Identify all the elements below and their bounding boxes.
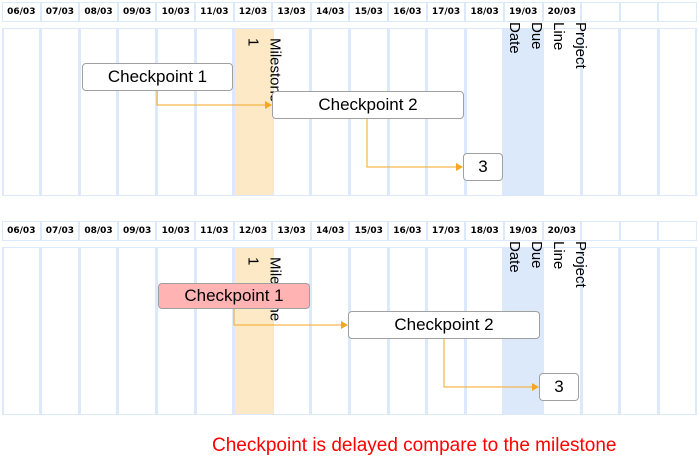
date-header-cell: 11/03 <box>196 3 233 21</box>
day-column <box>659 248 696 414</box>
day-column <box>3 248 40 414</box>
date-header-cell <box>620 222 658 240</box>
checkpoint-1-box[interactable]: Checkpoint 1 <box>158 283 310 309</box>
date-header-cell: 18/03 <box>466 3 503 21</box>
date-header-cell: 15/03 <box>350 3 388 21</box>
milestone-band <box>235 248 274 414</box>
arrowhead-icon <box>341 321 348 329</box>
checkpoint-1-box[interactable]: Checkpoint 1 <box>82 63 233 91</box>
day-column <box>621 29 657 195</box>
date-header-cell: 08/03 <box>80 3 117 21</box>
dependency-arrow-1 <box>156 91 266 106</box>
day-column <box>42 248 78 414</box>
day-column <box>42 29 78 195</box>
arrowhead-icon <box>532 383 539 391</box>
date-header-cell: 06/03 <box>3 3 40 21</box>
date-header-cell: 12/03 <box>234 3 272 21</box>
checkpoint-2-box[interactable]: Checkpoint 2 <box>272 91 464 119</box>
date-header-cell: 19/03 <box>504 222 542 240</box>
date-header-cell <box>659 222 696 240</box>
day-column <box>544 29 580 195</box>
date-header-cell: 07/03 <box>41 222 79 240</box>
day-column <box>80 248 117 414</box>
date-header-cell: 20/03 <box>543 3 581 21</box>
due-date-label: Project Line Due Date <box>505 22 589 69</box>
checkpoint-3-box[interactable]: 3 <box>463 153 503 181</box>
dependency-arrow-1 <box>233 309 342 326</box>
date-header-cell: 09/03 <box>118 222 156 240</box>
date-header-cell: 19/03 <box>504 3 542 21</box>
checkpoint-3-box[interactable]: 3 <box>539 373 579 401</box>
day-column <box>157 248 194 414</box>
checkpoint-2-box[interactable]: Checkpoint 2 <box>348 311 540 339</box>
milestone-label: Milestone 1 <box>244 38 284 103</box>
day-column <box>273 248 310 414</box>
due-date-label: Project Line Due Date <box>505 241 589 288</box>
day-column <box>582 248 619 414</box>
date-header-cell: 18/03 <box>466 222 503 240</box>
date-header-cell: 11/03 <box>196 222 233 240</box>
date-header-cell: 07/03 <box>41 3 79 21</box>
date-header-cell: 14/03 <box>311 222 349 240</box>
date-header-cell: 10/03 <box>157 222 195 240</box>
day-column <box>3 29 40 195</box>
date-header-cell: 17/03 <box>427 222 465 240</box>
date-header-cell <box>659 3 696 21</box>
date-header-cell: 15/03 <box>350 222 388 240</box>
delay-note: Checkpoint is delayed compare to the mil… <box>212 435 617 456</box>
day-column <box>312 248 348 414</box>
arrowhead-icon <box>456 163 463 171</box>
day-column <box>157 29 194 195</box>
day-column <box>119 248 155 414</box>
date-header-cell: 09/03 <box>118 3 156 21</box>
timeline-grid <box>2 247 697 415</box>
date-header-cell <box>620 3 658 21</box>
dependency-arrow-2 <box>366 119 457 168</box>
date-header-cell: 10/03 <box>157 3 195 21</box>
day-column <box>659 29 696 195</box>
dependency-arrows <box>156 91 463 171</box>
day-column <box>80 29 117 195</box>
day-column <box>196 248 233 414</box>
date-header-cell <box>582 222 619 240</box>
milestone-band <box>235 29 274 195</box>
day-column <box>621 248 657 414</box>
dependency-arrow-2 <box>443 339 533 388</box>
arrowhead-icon <box>265 101 272 109</box>
day-column <box>196 29 233 195</box>
date-header-cell: 20/03 <box>543 222 581 240</box>
date-header-cell: 06/03 <box>3 222 40 240</box>
dependency-arrows <box>233 309 539 391</box>
date-header-cell: 16/03 <box>389 3 426 21</box>
date-header-cell: 12/03 <box>234 222 272 240</box>
day-column <box>119 29 155 195</box>
date-header-cell: 14/03 <box>311 3 349 21</box>
date-header-cell: 08/03 <box>80 222 117 240</box>
date-header-cell <box>582 3 619 21</box>
date-header-cell: 13/03 <box>273 3 310 21</box>
date-header-cell: 16/03 <box>389 222 426 240</box>
day-column <box>582 29 619 195</box>
due-date-band <box>505 29 544 195</box>
date-header-cell: 17/03 <box>427 3 465 21</box>
date-header-cell: 13/03 <box>273 222 310 240</box>
